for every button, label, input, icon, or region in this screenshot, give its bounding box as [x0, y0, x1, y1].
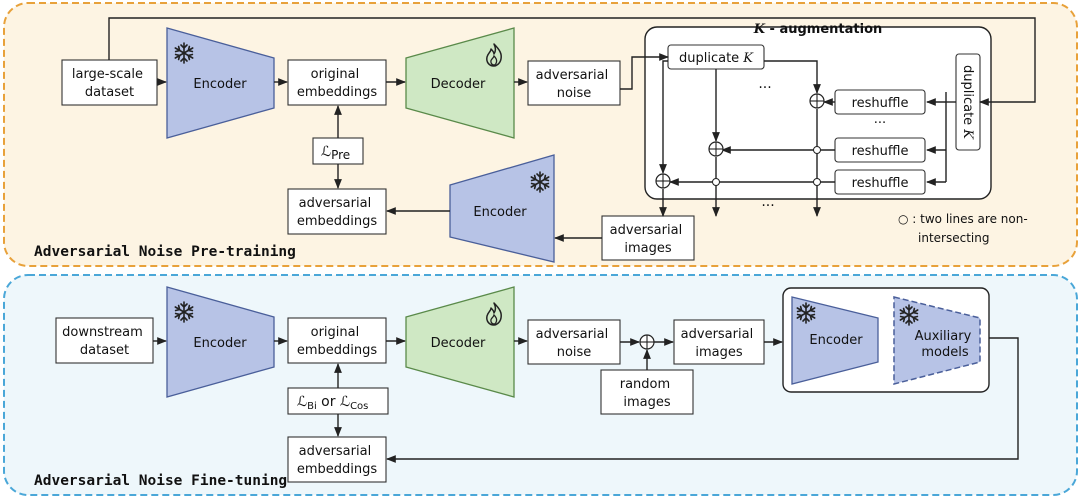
pretrain-loss-label: ℒPre [321, 144, 350, 162]
finetune-dataset-label: downstream dataset [62, 325, 147, 358]
oplus-icon [809, 93, 825, 109]
finetune-adv-images-label: adversarial images [681, 327, 758, 360]
pretrain-dots-3: ··· [761, 198, 774, 214]
pretrain-adv-noise-box [527, 60, 621, 106]
reshuffle-label-2: reshuffle [852, 144, 909, 159]
reshuffle-label-1: reshuffle [852, 96, 909, 111]
pretrain-legend: ○ : two lines are non- intersecting [898, 212, 1031, 245]
duplicate-k-vertical-label: duplicate K [961, 65, 976, 140]
finetune-random-images-box [600, 369, 694, 415]
k-augmentation-title: K - augmentation [753, 22, 883, 37]
pretrain-encoder-2 [449, 154, 555, 263]
finetune-orig-emb-label: original embeddings [297, 325, 378, 358]
pretrain-arrows [157, 78, 602, 242]
finetune-arrows [153, 337, 1019, 463]
pretrain-decoder-label: Decoder [431, 77, 486, 92]
finetune-encoder-label: Encoder [193, 336, 247, 351]
finetune-encoder [166, 286, 275, 398]
finetune-adv-emb-box [287, 436, 387, 483]
oplus-icon [639, 334, 655, 350]
pretrain-adv-images-label: adversarial images [610, 223, 687, 256]
pretrain-dots-2: ··· [874, 116, 886, 131]
oplus-icon [708, 141, 724, 157]
pretrain-encoder-label: Encoder [193, 77, 247, 92]
pretrain-adv-noise-label: adversarial noise [536, 68, 613, 101]
pretrain-adv-emb-label: adversarial embeddings [297, 196, 378, 229]
finetune-orig-emb-box [287, 317, 387, 364]
finetune-title: Adversarial Noise Fine-tuning [34, 473, 287, 489]
pretrain-adv-emb-box [287, 188, 387, 235]
oplus-icon [655, 173, 671, 189]
pretrain-adv-images-box [601, 215, 695, 261]
finetune-victim-encoder-label: Encoder [809, 333, 863, 348]
finetune-adv-images-box [673, 319, 765, 365]
pretrain-dots-1: ··· [758, 80, 771, 96]
pretrain-encoder [166, 27, 275, 139]
finetune-adv-emb-label: adversarial embeddings [297, 444, 378, 477]
finetune-victim-encoder [791, 296, 879, 385]
k-augmentation-wiring [108, 17, 1036, 217]
pretrain-orig-emb-label: original embeddings [297, 67, 378, 100]
finetune-aux-models-label: Auxiliary models [915, 329, 976, 360]
pretrain-dataset-box [61, 59, 158, 106]
duplicate-k-label: duplicate K [679, 51, 754, 66]
finetune-adv-noise-label: adversarial noise [536, 327, 613, 360]
finetune-random-images-label: random images [620, 377, 675, 410]
pretrain-title: Adversarial Noise Pre-training [34, 244, 296, 260]
finetune-loss-label: ℒBi or ℒCos [297, 394, 368, 412]
pretrain-dataset-label: large-scale dataset [72, 67, 147, 100]
reshuffle-label-3: reshuffle [852, 176, 909, 191]
finetune-dataset-box [55, 317, 154, 364]
finetune-decoder-label: Decoder [431, 336, 486, 351]
junction-circle-icon [712, 146, 821, 186]
pretrain-encoder-2-label: Encoder [473, 205, 527, 220]
finetune-adv-noise-box [527, 319, 621, 365]
